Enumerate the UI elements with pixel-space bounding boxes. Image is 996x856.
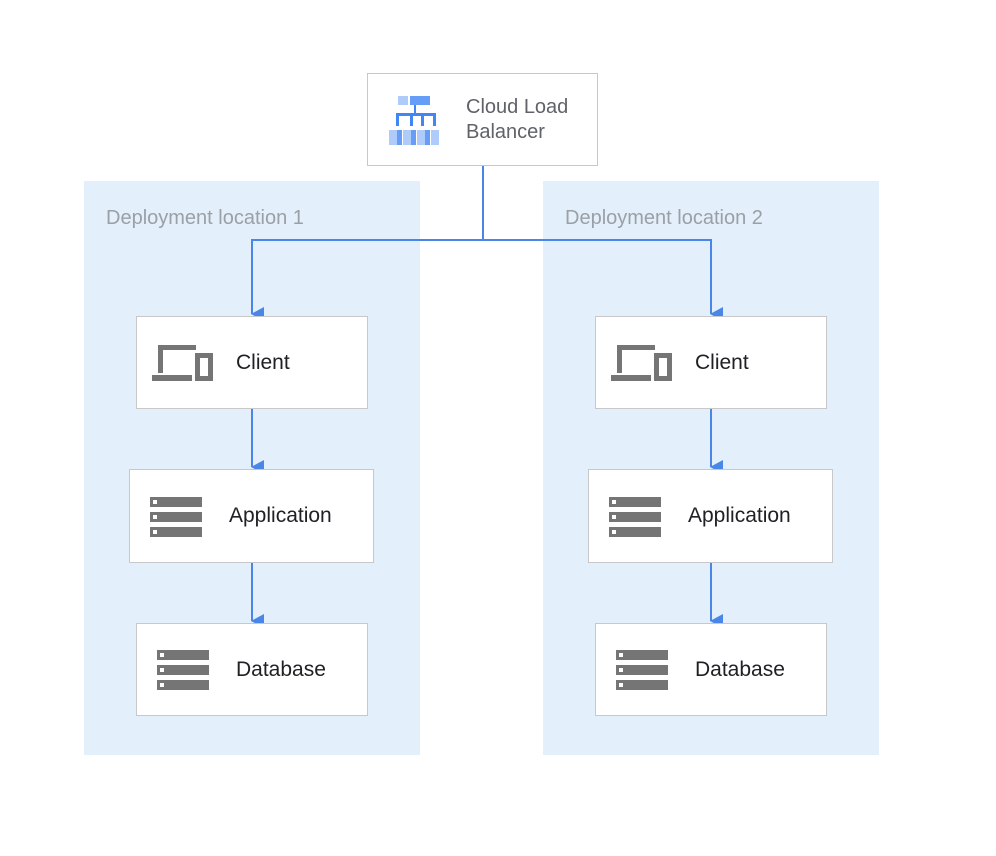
devices-icon (152, 345, 213, 381)
lb-to-client-1-arrow (251, 239, 483, 321)
cloud-load-balancer-label-line-1: Cloud Load (466, 96, 569, 118)
application-node-2: Application (588, 469, 833, 563)
database-stack-icon (157, 650, 209, 690)
application-label-2: Application (688, 504, 791, 527)
deployment-location-2-title: Deployment location 2 (565, 207, 763, 229)
client-node-2: Client (595, 316, 827, 409)
database-label-1: Database (236, 657, 326, 681)
lb-to-client-2-arrow (483, 239, 723, 321)
application-label-1: Application (229, 504, 332, 527)
cloud-load-balancer-node: Cloud Load Balancer (367, 73, 598, 166)
client-label-2: Client (695, 350, 749, 374)
application-node-1: Application (129, 469, 374, 563)
deployment-location-1-title: Deployment location 1 (106, 207, 304, 229)
client-label-1: Client (236, 350, 290, 374)
load-balancer-icon (389, 96, 439, 145)
database-node-2: Database (595, 623, 827, 716)
server-stack-icon (609, 497, 661, 537)
cloud-load-balancer-label-line-2: Balancer (466, 121, 545, 143)
devices-icon (611, 345, 672, 381)
database-stack-icon (616, 650, 668, 690)
client-node-1: Client (136, 316, 368, 409)
database-node-1: Database (136, 623, 368, 716)
server-stack-icon (150, 497, 202, 537)
database-label-2: Database (695, 657, 785, 681)
cloud-load-balancer-label: Cloud Load Balancer (466, 95, 568, 145)
